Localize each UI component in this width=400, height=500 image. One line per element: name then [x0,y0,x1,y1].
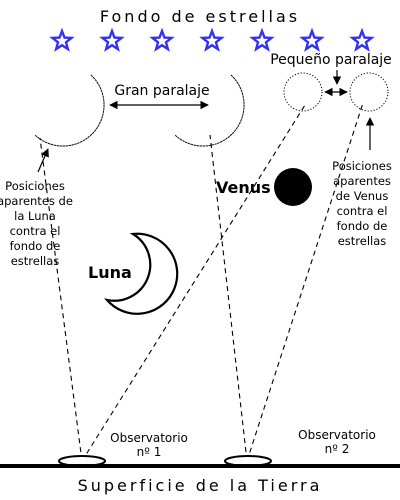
observatory-2-number: nº 2 [325,442,350,456]
moon-note-line-3: la Luna [14,209,56,223]
moon-note-line-2: aparentes de [0,194,73,208]
small-parallax-label: Pequeño paralaje [270,52,392,68]
background-stars-title: Fondo de estrellas [100,7,300,26]
moon-note-line-6: estrellas [11,254,60,268]
apparent-moon-positions [34,74,245,147]
sight-line-obs2-venus [209,134,248,462]
venus-positions-note: Posiciones aparentes de Venus contra el … [332,159,392,248]
star-icon [299,27,325,52]
venus-label: Venus [216,178,271,197]
star-icon [99,27,125,52]
apparent-venus-right-icon [349,72,389,112]
star-icon [199,27,225,52]
sight-lines [39,102,364,462]
observatory-1-number: nº 1 [137,445,162,459]
moon-note-line-4: contra el [10,224,61,238]
apparent-moon-left-icon [34,74,105,147]
apparent-moon-right-icon [174,74,245,147]
sight-line-obs1-moon [39,137,83,462]
venus-note-line-1: Posiciones [332,159,392,173]
moon-positions-pointer [37,148,49,173]
moon-note-line-5: fondo de [10,239,61,253]
moon-icon [104,232,179,315]
earth-surface-line [0,464,400,468]
venus-note-line-2: aparentes [333,174,391,188]
star-row [49,27,375,52]
moon-positions-note: Posiciones aparentes de la Luna contra e… [0,179,73,268]
observatory-2-label: Observatorio [298,428,376,442]
venus-note-line-4: contra el [337,204,388,218]
star-icon [149,27,175,52]
star-icon [249,27,275,52]
apparent-venus-left-icon [283,72,323,112]
venus-icon [274,168,312,206]
star-icon [349,27,375,52]
star-icon [49,27,75,52]
sight-line-obs1-venus [81,104,306,462]
big-parallax-label: Gran paralaje [114,83,209,99]
sight-line-obs2-moon [246,102,364,462]
moon-label: Luna [88,263,132,282]
earth-surface-title: Superficie de la Tierra [78,476,323,495]
venus-note-line-6: estrellas [338,234,387,248]
moon-note-line-1: Posiciones [5,179,65,193]
apparent-venus-positions [283,72,389,112]
venus-note-line-3: de Venus [336,189,389,203]
venus-note-line-5: fondo de [337,219,388,233]
observatory-1-label: Observatorio [110,431,188,445]
